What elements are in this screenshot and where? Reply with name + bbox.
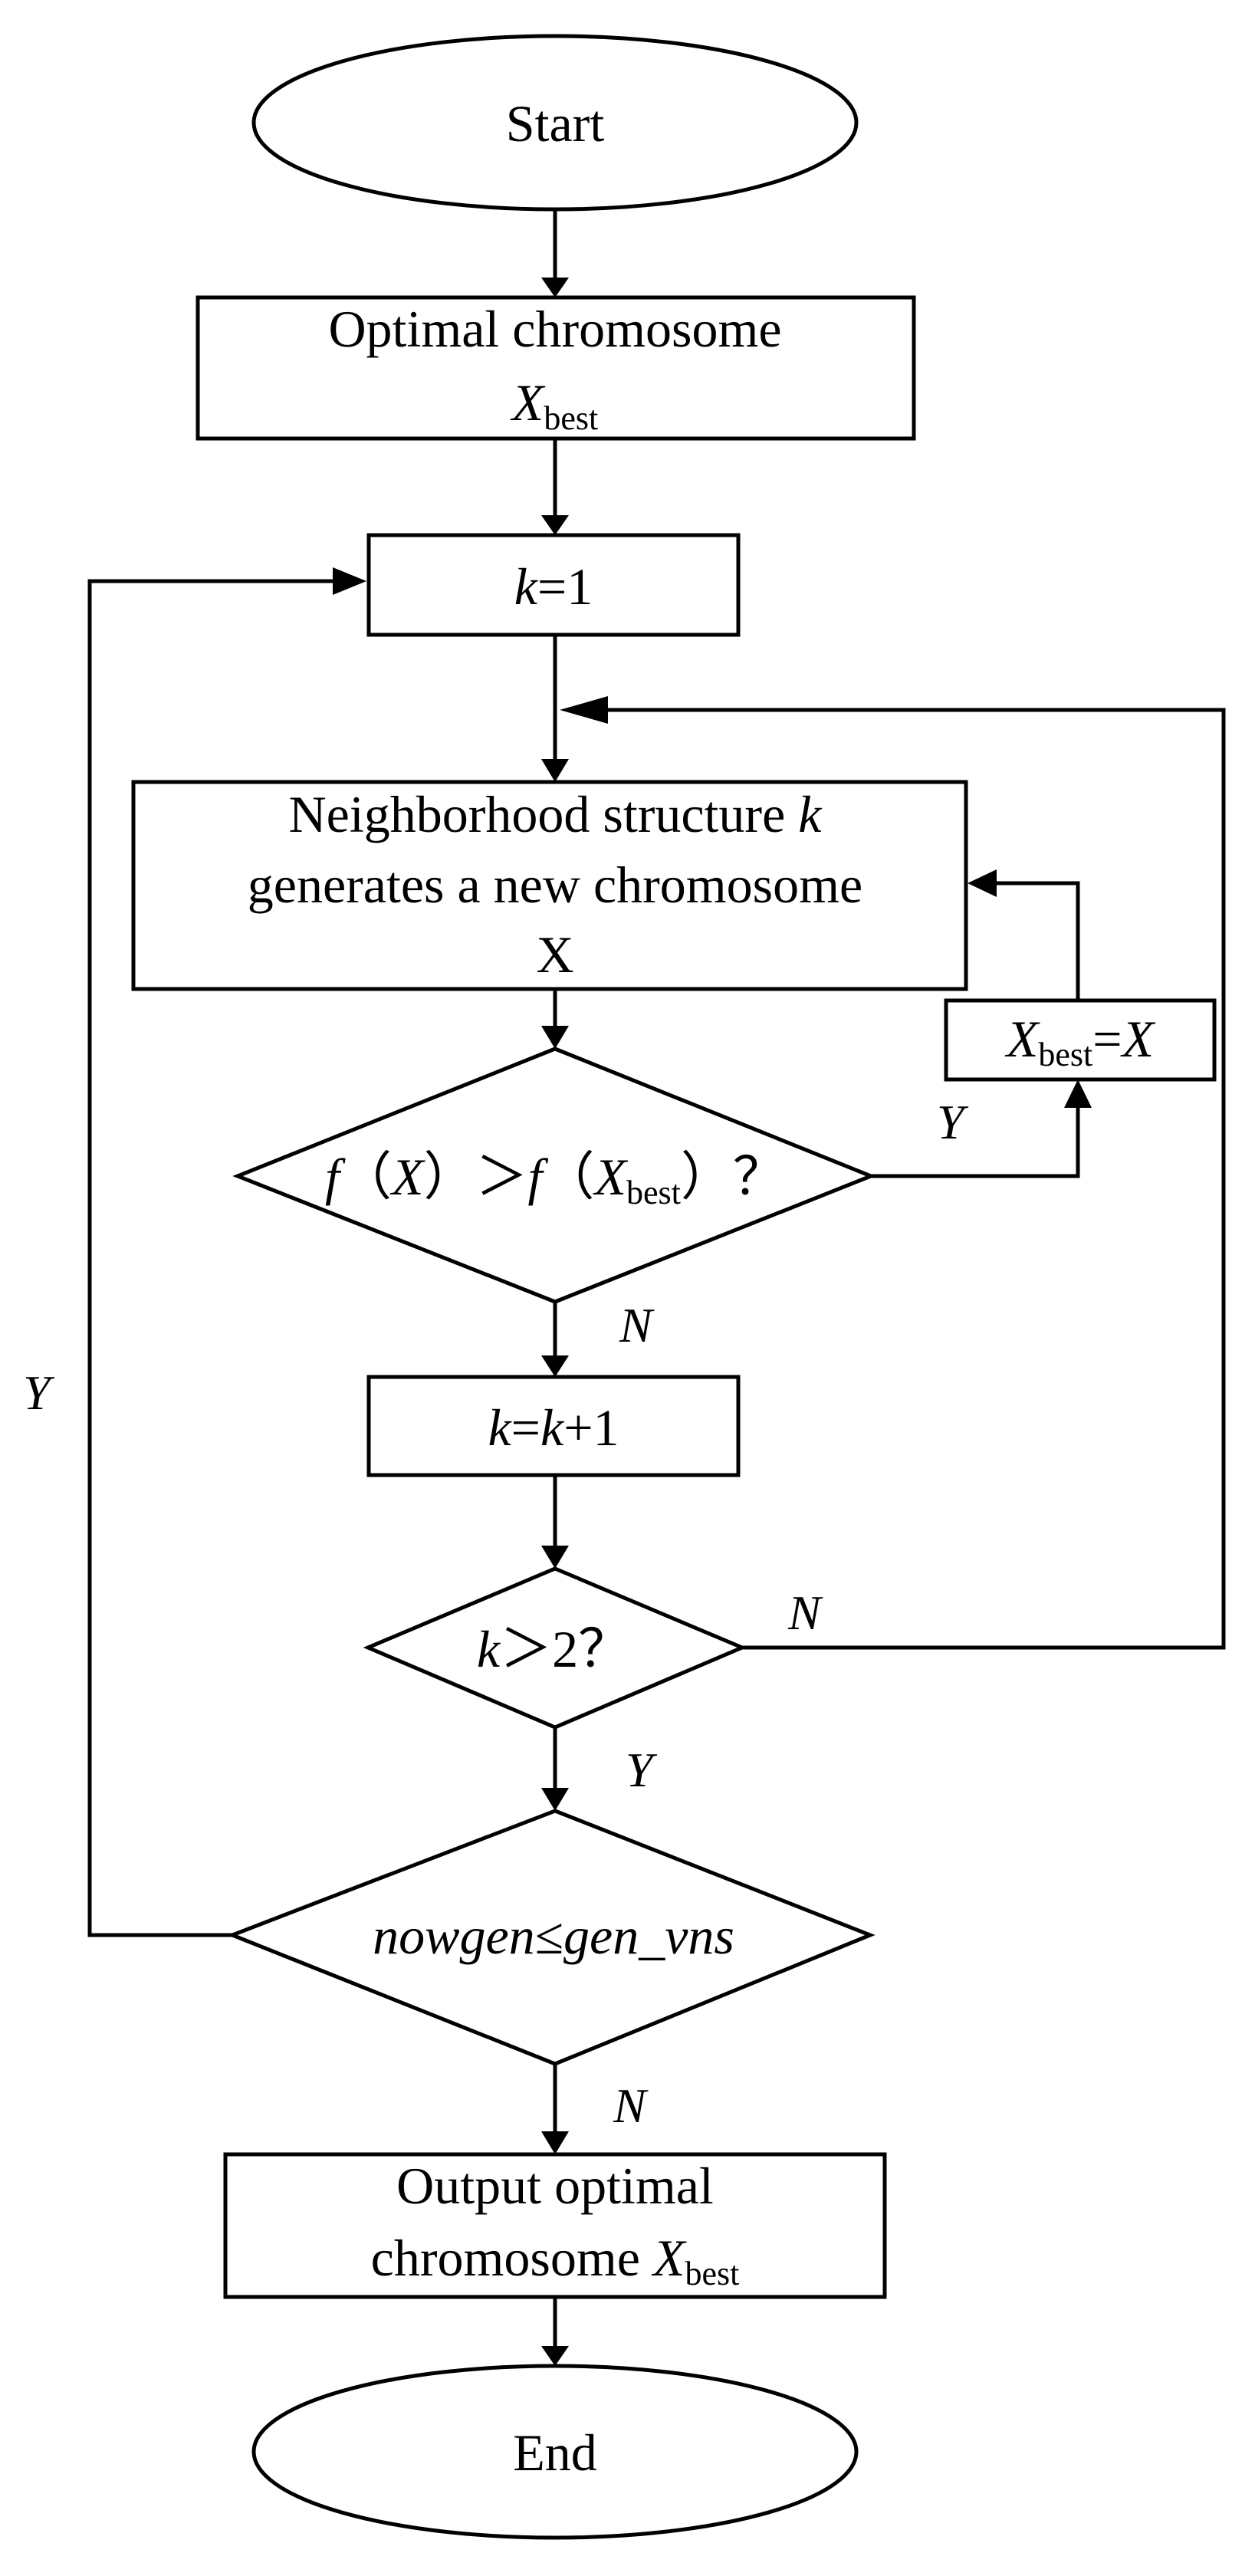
neighborhood-line2: generates a new chromosome [248, 856, 862, 914]
node-labels: Start Optimal chromosome Xbest k=1 Neigh… [248, 94, 1156, 2482]
update-best-label: Xbest=X [1004, 1010, 1156, 1073]
optimal-chromosome-var: Xbest [510, 373, 598, 437]
arrowhead-down-k1 [541, 515, 569, 535]
output-line2: chromosome Xbest [371, 2229, 740, 2292]
k-gt2-label: k＞2？ [477, 1620, 630, 1678]
arrowhead-down-output [541, 2131, 569, 2154]
arrowheads [333, 278, 1092, 2366]
label-compare-no: N [619, 1298, 655, 1352]
end-label: End [513, 2423, 597, 2482]
arrowhead-left-k1 [333, 567, 366, 595]
optimal-chromosome-label: Optimal chromosome [328, 300, 781, 358]
k-increment-box [366, 1375, 741, 1477]
optimal-chromosome-box [195, 295, 916, 441]
arrowhead-left-loop-entry [560, 696, 608, 724]
neighborhood-box [131, 780, 968, 991]
nowgen-decision [227, 1809, 876, 2066]
arrowhead-down-neighborhood [541, 759, 569, 782]
arrowhead-down-kinc [541, 1355, 569, 1377]
neighborhood-line3: X [536, 925, 573, 984]
edge-compare-yes-to-update [871, 1108, 1080, 1178]
start-label: Start [506, 94, 605, 153]
shapes [131, 34, 1217, 2540]
k-init-label: k=1 [514, 557, 593, 616]
nowgen-label: nowgen≤gen_vns [373, 1907, 734, 1965]
arrowhead-down-compare [541, 1026, 569, 1049]
k-init-box [366, 533, 741, 637]
end-terminal [251, 2364, 859, 2540]
label-compare-yes: Y [937, 1095, 969, 1149]
arrowhead-down-optimal [541, 278, 569, 297]
edge-nowgen-yes-loop [87, 579, 333, 1937]
arrowhead-up-update [1064, 1079, 1092, 1108]
fitness-compare-decision [232, 1046, 876, 1304]
label-kgt2-no: N [787, 1585, 823, 1640]
label-nowgen-yes: Y [23, 1365, 55, 1420]
start-terminal [251, 34, 859, 212]
edge-kgt2-no-loop [608, 708, 1226, 1650]
k-gt2-decision [363, 1566, 747, 1730]
fitness-compare-label: f（X）＞f（Xbest）？ [325, 1148, 785, 1211]
neighborhood-line1: Neighborhood structure k [289, 785, 823, 843]
arrowhead-left-neighborhood [968, 869, 997, 897]
label-kgt2-yes: Y [626, 1743, 658, 1797]
output-line1: Output optimal [396, 2157, 714, 2215]
update-best-box [944, 998, 1217, 1082]
label-nowgen-no: N [613, 2078, 649, 2133]
connectors [87, 209, 1226, 2346]
k-increment-label: k=k+1 [488, 1398, 619, 1457]
output-box [223, 2152, 887, 2299]
arrowhead-down-nowgen [541, 1788, 569, 1811]
edge-labels: Y N N Y Y N [23, 1095, 969, 2133]
arrowhead-down-end [541, 2346, 569, 2366]
edge-update-to-neighborhood [997, 881, 1080, 1001]
arrowhead-down-kgt2 [541, 1546, 569, 1569]
